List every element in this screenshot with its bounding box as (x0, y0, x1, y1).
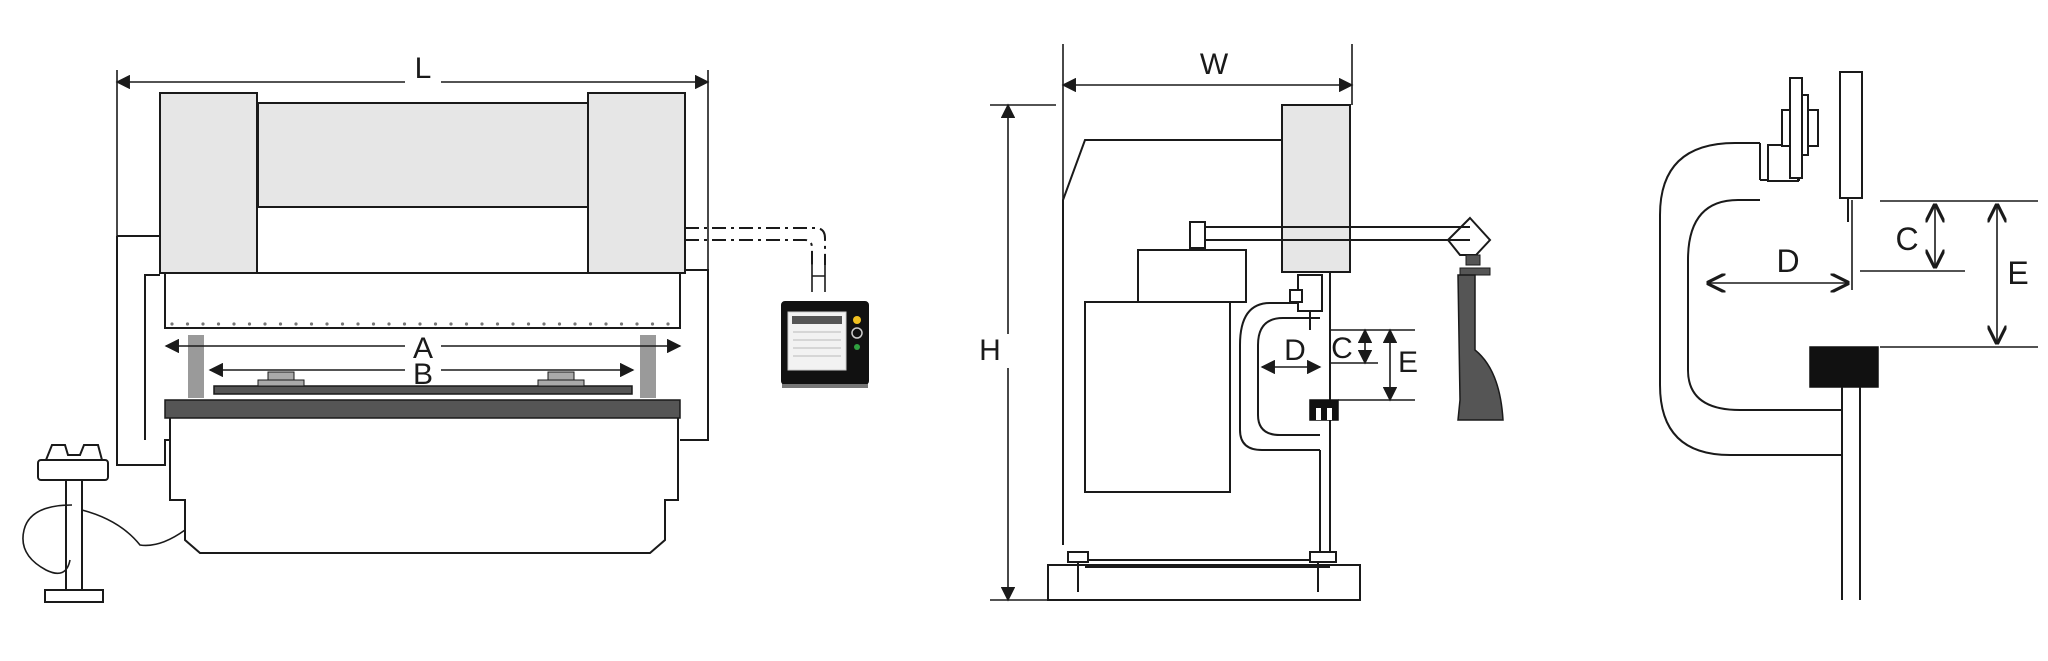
detail-label-D: D (1776, 243, 1799, 279)
ram-bolt (294, 322, 298, 326)
side-dimension-C: C (1330, 328, 1378, 365)
upper-beam (159, 92, 686, 274)
side-view: W H (976, 44, 1504, 602)
label-W: W (1200, 48, 1229, 81)
label-A: A (413, 332, 433, 365)
ram-bolt (402, 322, 407, 326)
label-H: H (979, 334, 1001, 367)
detail-lower-column (1841, 387, 1861, 600)
ram-bolt (356, 322, 360, 326)
ram-bolt (650, 322, 655, 326)
detail-dimension-C: C (1860, 200, 2038, 272)
dimension-A: A (164, 332, 682, 365)
ram-bolt (557, 322, 562, 326)
side-label-E: E (1398, 346, 1418, 379)
ram-bolt (170, 322, 174, 326)
side-dimension-D: D (1260, 334, 1322, 375)
detail-lower-die (1809, 346, 1879, 388)
ram-bolt (464, 322, 469, 326)
ram-bolt (635, 322, 639, 326)
ram-bolt (480, 322, 484, 326)
ram-bolt (449, 322, 453, 326)
dimension-B: B (208, 358, 635, 391)
oil-tank (1084, 249, 1247, 493)
lower-die (213, 371, 633, 395)
ram-bolt (619, 322, 624, 326)
dimension-L: L (115, 50, 710, 270)
ram-bolt (588, 322, 593, 326)
right-gauge-post (640, 335, 656, 398)
side-label-C: C (1331, 332, 1353, 365)
ram-bolt (371, 322, 376, 326)
side-frame-throat (1239, 272, 1339, 555)
front-support (1457, 274, 1504, 421)
machine-frame (116, 235, 709, 466)
label-B: B (413, 358, 433, 391)
ram-bolt (340, 322, 345, 326)
detail-label-E: E (2007, 255, 2028, 291)
ram-bolt (666, 322, 670, 326)
ram-bolt (573, 322, 577, 326)
ram-bolt (526, 322, 531, 326)
ram-bolt (278, 322, 283, 326)
ram-bolt (542, 322, 546, 326)
front-view: L A (22, 50, 869, 603)
detail-punch-holder (1767, 71, 1863, 222)
ram-body (164, 272, 681, 329)
backgauge-arm (1189, 216, 1492, 276)
ram-bolt (433, 322, 438, 326)
ram-bolt (495, 322, 500, 326)
ram-bolt-row (170, 322, 670, 326)
detail-dimension-E: E (1880, 205, 2038, 348)
ram-bolt (325, 322, 329, 326)
controller-cable (685, 227, 826, 292)
detail-inner-frame (1687, 199, 1842, 411)
side-plate (1062, 139, 1282, 545)
foot-pedal (22, 444, 186, 603)
worktable-bed (164, 399, 681, 419)
lower-body (169, 418, 679, 554)
side-base (1047, 551, 1361, 601)
detail-outer-frame (1659, 142, 1842, 456)
ram-bolt (511, 322, 515, 326)
side-dimension-E: E (1338, 328, 1418, 402)
side-label-D: D (1284, 334, 1306, 367)
ram-bolt (418, 322, 422, 326)
detail-dimension-D: D (1708, 200, 1853, 290)
ram-bolt (247, 322, 252, 326)
ram-bolt (185, 322, 190, 326)
left-gauge-post (188, 335, 204, 398)
hydraulic-cylinder (1281, 104, 1351, 273)
ram-bolt (387, 322, 391, 326)
detail-label-C: C (1895, 221, 1918, 257)
ram-bolt (309, 322, 314, 326)
ram-bolt (604, 322, 608, 326)
ram-bolt (263, 322, 267, 326)
throat-detail-view: D C E (1659, 71, 2038, 600)
ram-bolt (201, 322, 205, 326)
ram-bolt (232, 322, 236, 326)
cnc-controller (781, 301, 869, 388)
ram-bolt (216, 322, 221, 326)
dimension-H: H (976, 103, 1056, 602)
label-L: L (415, 52, 432, 85)
